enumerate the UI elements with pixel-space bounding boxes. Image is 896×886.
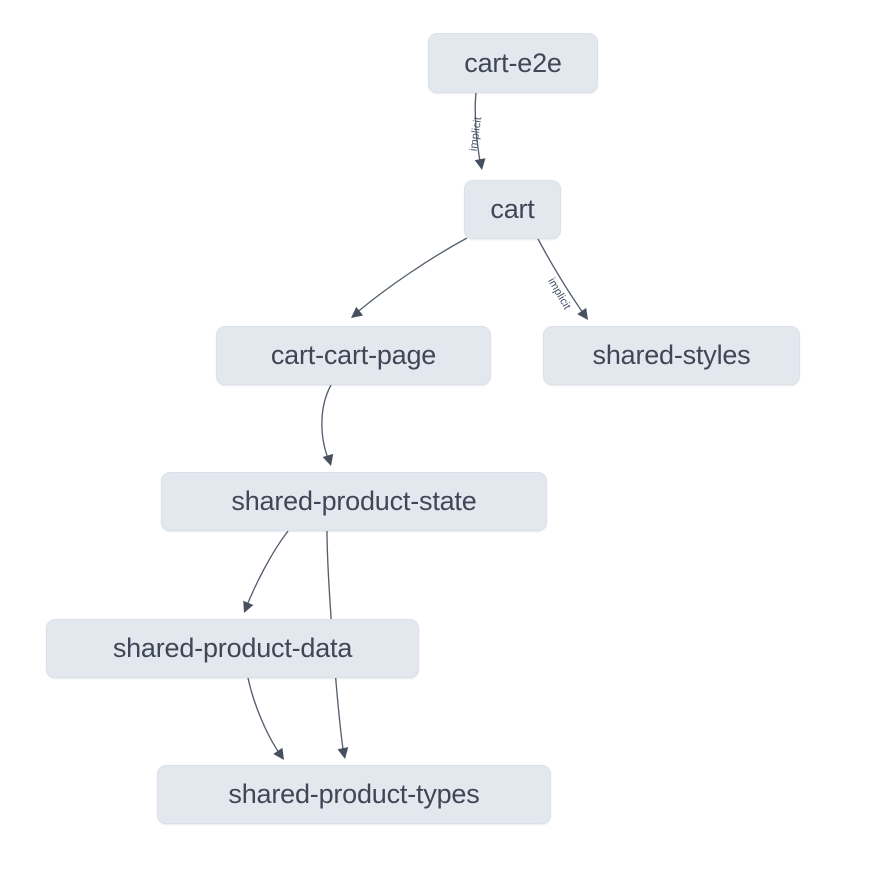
arrowhead-cart-e2e__cart	[474, 158, 486, 170]
node-shared-product-data[interactable]: shared-product-data	[46, 619, 419, 678]
arrowhead-shared-product-data__shared-product-types	[273, 747, 284, 760]
edge-label-cart__shared-styles: implicit	[545, 276, 573, 312]
node-cart[interactable]: cart	[464, 180, 561, 239]
edge-label-cart-e2e__cart: implicit	[468, 116, 485, 152]
arrowhead-shared-product-state__shared-product-types	[337, 747, 349, 759]
arrowhead-cart__shared-styles	[577, 307, 588, 320]
node-label-cart-e2e: cart-e2e	[464, 47, 562, 78]
node-label-cart-cart-page: cart-cart-page	[270, 340, 437, 370]
arrowhead-shared-product-state__shared-product-data	[243, 600, 254, 613]
node-shared-product-state[interactable]: shared-product-state	[161, 472, 547, 531]
node-shared-product-types[interactable]: shared-product-types	[157, 765, 551, 824]
node-label-shared-product-state: shared-product-state	[231, 486, 477, 516]
node-label-shared-styles: shared-styles	[592, 340, 751, 370]
node-shared-styles[interactable]: shared-styles	[543, 326, 800, 385]
arrowhead-cart__cart-cart-page	[351, 306, 364, 318]
arrowhead-cart-cart-page__shared-product-state	[322, 453, 334, 466]
edge-cart-cart-page__shared-product-state	[321, 384, 332, 464]
node-label-cart: cart	[490, 194, 535, 224]
edge-cart__shared-styles	[537, 238, 587, 318]
edge-shared-product-data__shared-product-types	[247, 677, 283, 758]
edge-cart__cart-cart-page	[353, 237, 468, 316]
node-cart-cart-page[interactable]: cart-cart-page	[216, 326, 491, 385]
node-label-shared-product-data: shared-product-data	[112, 633, 353, 663]
edge-shared-product-state__shared-product-data	[244, 530, 289, 611]
node-label-shared-product-types: shared-product-types	[228, 779, 480, 809]
node-cart-e2e[interactable]: cart-e2e	[428, 33, 598, 93]
